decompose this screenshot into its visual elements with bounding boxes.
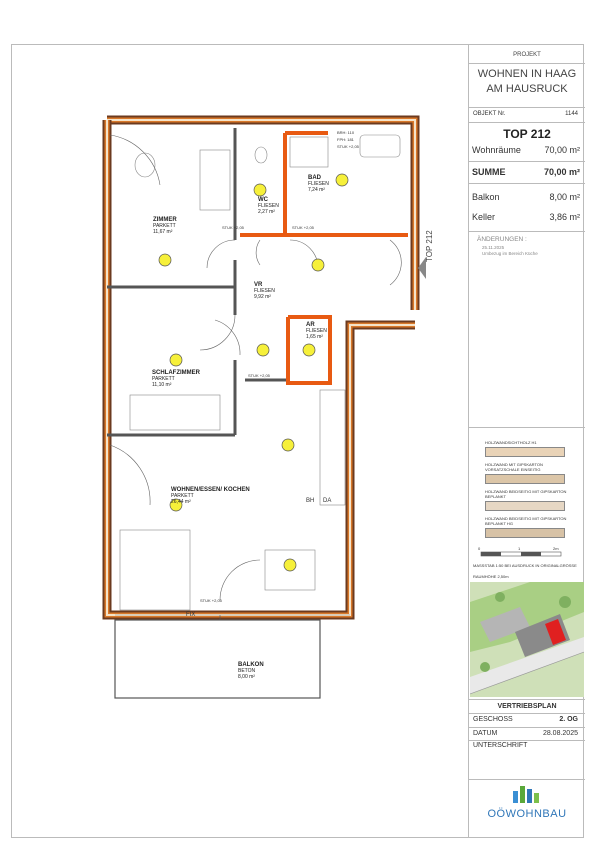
legend-swatch-0 <box>485 447 565 457</box>
scale-tick-0: 0 <box>478 546 481 551</box>
row-summe-label: SUMME <box>472 167 506 177</box>
objekt-nr: 1144 <box>565 111 578 117</box>
floor-plan <box>102 115 420 699</box>
row-balkon-value: 8,00 m² <box>549 192 580 202</box>
fph-label: FPH: 181 <box>337 137 354 142</box>
stuk-label-2: STUK +2,05 <box>292 225 314 230</box>
legend-swatch-1 <box>485 474 565 484</box>
site-map <box>470 582 584 697</box>
top-number: TOP 212 <box>503 127 551 141</box>
geschoss-value: 2. OG <box>559 716 578 723</box>
scale-bar <box>480 551 562 557</box>
inner-walls <box>107 128 290 437</box>
row-summe-value: 70,00 m² <box>543 167 580 177</box>
datum-value: 28.08.2025 <box>542 730 578 737</box>
legend-swatch-2 <box>485 501 565 511</box>
scale-tick-2: 2m <box>553 546 559 551</box>
projekt-label: PROJEKT <box>513 52 541 58</box>
aenderungen-label: ÄNDERUNGEN : <box>477 236 527 243</box>
light-markers <box>158 173 349 572</box>
legend-label-3: HOLZWAND BEIDSEITIG MIT GIPSKARTON BEPLA… <box>485 516 567 526</box>
legend-label-1: HOLZWAND MIT GIPSKARTON VORSATZSCHALE EI… <box>485 462 543 472</box>
row-keller-value: 3,86 m² <box>549 212 580 222</box>
stuk-label-1: STUK +2,05 <box>222 225 244 230</box>
title-block: PROJEKT WOHNEN IN HAAG AM HAUSRUCK OBJEK… <box>468 44 585 838</box>
balcony <box>114 614 350 699</box>
projekt-name-1: WOHNEN IN HAAG <box>477 68 577 80</box>
row-wohnraeume-value: 70,00 m² <box>544 145 580 155</box>
page-frame <box>11 44 584 838</box>
bh-label: BH <box>306 498 315 504</box>
scale-tick-1: 1 <box>518 546 521 551</box>
row-keller-label: Keller <box>472 212 496 222</box>
datum-label: DATUM <box>473 730 498 737</box>
stuk-label-3: STUK +2,05 <box>248 373 270 378</box>
logo-text: OÖWOHNBAU <box>487 808 567 820</box>
north-arrow-icon <box>418 257 426 279</box>
projekt-name-2: AM HAUSRUCK <box>486 83 568 95</box>
row-balkon-label: Balkon <box>472 192 500 202</box>
legend-label-0: HOLZWANDSICHTHOLZ H1 <box>485 440 537 445</box>
legend-label-2: HOLZWAND BEIDSEITIG MIT GIPSKARTON BEPLA… <box>485 489 567 499</box>
raumhoehe-text: RAUMHÖHE 2,50m <box>473 574 509 579</box>
stuk-label-5: STUK +2,05 <box>337 144 359 149</box>
wet-room-walls <box>240 131 408 385</box>
geschoss-label: GESCHOSS <box>473 716 513 723</box>
legend-swatch-3 <box>485 528 565 538</box>
vertriebsplan-title: VERTRIEBSPLAN <box>497 703 557 710</box>
aenderung-text: Umbezug im Bereich Küche <box>482 251 538 256</box>
da-label: DA <box>323 498 332 504</box>
fix-label: FIX <box>186 612 196 618</box>
fixtures <box>119 134 401 611</box>
objekt-label: OBJEKT Nr. <box>473 111 506 117</box>
massstab-text: MASSSTAB 1:50 BEI AUSDRUCK IN ORIGINALGR… <box>473 563 577 568</box>
door-swings <box>109 134 402 601</box>
brh-label: BRH: 110 <box>337 130 355 135</box>
stuk-label-4: STUK +2,05 <box>200 598 222 603</box>
unterschrift-label: UNTERSCHRIFT <box>473 742 528 749</box>
logo-icon <box>513 786 539 803</box>
row-wohnraeume-label: Wohnräume <box>472 145 521 155</box>
aenderung-date: 25.11.2025 <box>482 245 505 250</box>
